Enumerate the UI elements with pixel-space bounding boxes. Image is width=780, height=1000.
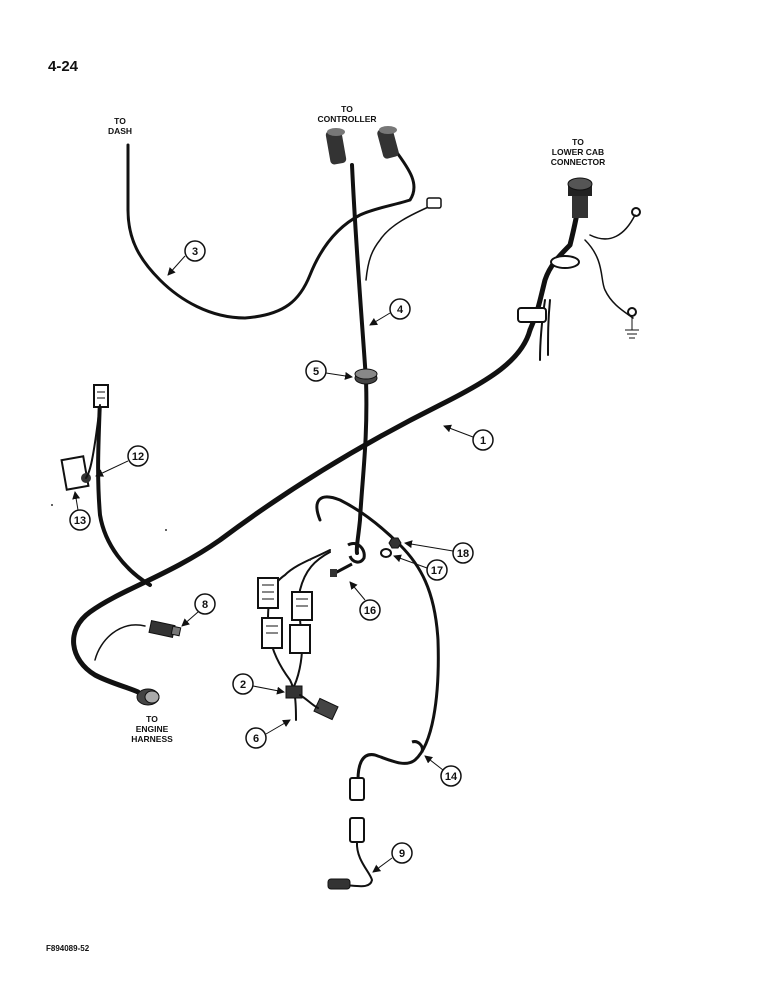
harness-connector-a [257, 577, 279, 609]
harness-connector-b [291, 591, 313, 621]
lock-washer [380, 548, 392, 558]
callout-8: 8 [181, 593, 216, 627]
svg-text:5: 5 [313, 366, 319, 378]
callout-16: 16 [349, 581, 381, 621]
label-to-dash-line2: DASH [108, 126, 132, 136]
engine-breakout-wire [96, 398, 152, 587]
label-to-dash-line1: TO [114, 116, 126, 126]
harness-connector-c [261, 617, 283, 649]
bundle-tie-wrap [285, 685, 303, 699]
ground-wire-upper [589, 214, 636, 240]
ground-wire-lower [584, 239, 634, 319]
svg-text:12: 12 [132, 451, 144, 463]
svg-text:9: 9 [399, 848, 405, 860]
harness-connector-d [289, 624, 311, 654]
grommet [354, 368, 378, 385]
ground-ring-terminal-upper [631, 207, 641, 217]
callout-12: 12 [95, 445, 149, 477]
bundle-plug-lead [299, 694, 319, 709]
svg-text:6: 6 [253, 733, 259, 745]
callout-13: 13 [69, 491, 91, 531]
engine-harness-connector [136, 688, 160, 706]
sensor-clamp [411, 740, 424, 753]
sensor-connector-upper [349, 777, 365, 801]
sensor-connector-lower [349, 817, 365, 843]
controller-connector-right [377, 126, 399, 159]
harness-clip-lower [517, 307, 547, 323]
page-number: 4-24 [48, 58, 79, 75]
callout-5: 5 [305, 360, 353, 382]
callout-2: 2 [232, 673, 285, 695]
harness-clip-upper [550, 255, 580, 269]
label-to-controller: TO CONTROLLER [317, 104, 376, 124]
svg-text:4: 4 [397, 304, 404, 316]
callout-1: 1 [443, 424, 494, 451]
temperature-sender [148, 620, 182, 638]
callout-18: 18 [404, 540, 474, 564]
lower-cab-connector [567, 177, 593, 218]
label-to-lower-cab-line2: LOWER CAB [552, 147, 604, 157]
label-to-engine-line3: HARNESS [131, 734, 173, 744]
svg-text:1: 1 [480, 435, 486, 447]
controller-branch [126, 143, 416, 320]
callout-14: 14 [424, 755, 462, 787]
p-clamp [347, 542, 366, 564]
svg-text:16: 16 [364, 605, 376, 617]
label-to-lower-cab-line1: TO [572, 137, 584, 147]
sender-lead [94, 624, 146, 661]
label-to-lower-cab: TO LOWER CAB CONNECTOR [551, 137, 606, 167]
speed-sensor [327, 878, 351, 890]
label-to-engine-harness: TO ENGINE HARNESS [131, 714, 173, 744]
svg-text:2: 2 [240, 679, 246, 691]
lower-cab-lead-b [547, 299, 551, 356]
callout-9: 9 [372, 842, 413, 873]
nut [388, 537, 402, 549]
label-to-engine-line1: TO [146, 714, 158, 724]
controller-harness [350, 163, 369, 555]
small-plug [426, 197, 442, 209]
lower-cab-lead-a [539, 299, 546, 361]
svg-text:13: 13 [74, 515, 86, 527]
label-to-controller-line1: TO [341, 104, 353, 114]
svg-text:18: 18 [457, 548, 469, 560]
ground-ring-terminal-lower [625, 307, 639, 339]
label-to-lower-cab-line3: CONNECTOR [551, 157, 606, 167]
controller-connector-left [325, 128, 347, 165]
small-lead-wire [365, 204, 434, 281]
speed-sensor-lead [339, 841, 373, 888]
svg-text:8: 8 [202, 599, 208, 611]
mounting-plate [60, 455, 90, 491]
switch-lead [85, 404, 101, 479]
sensor-harness [315, 495, 440, 782]
svg-text:3: 3 [192, 246, 198, 258]
main-harness [71, 327, 533, 695]
label-to-controller-line2: CONTROLLER [317, 114, 376, 124]
callout-4: 4 [369, 298, 411, 326]
bundle-plug [313, 697, 339, 721]
figure-code: F894089-52 [46, 944, 90, 953]
callout-17: 17 [393, 554, 448, 581]
callout-6: 6 [245, 719, 291, 749]
switch-connector [93, 384, 109, 408]
svg-text:14: 14 [445, 771, 458, 783]
svg-text:17: 17 [431, 565, 443, 577]
label-to-engine-line2: ENGINE [136, 724, 169, 734]
label-to-dash: TO DASH [108, 116, 132, 136]
screw [330, 562, 353, 577]
callout-3: 3 [167, 240, 206, 276]
